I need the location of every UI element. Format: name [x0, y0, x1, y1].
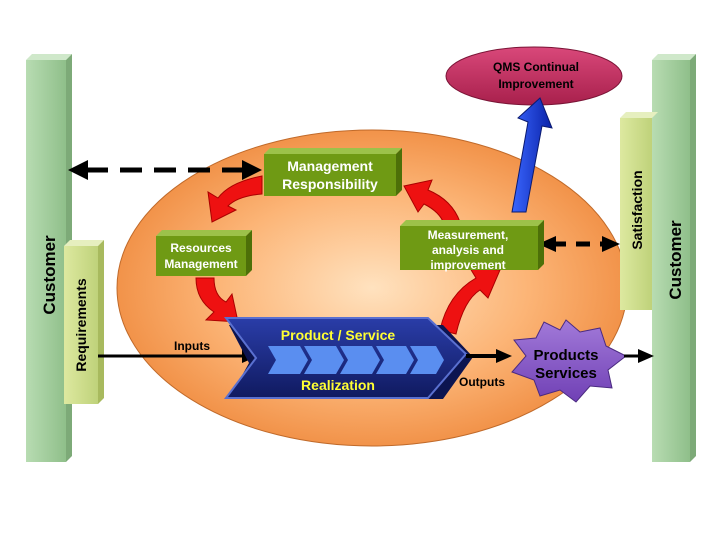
blue-improvement-arrow — [511, 97, 553, 213]
realization-bottom-label: Realization — [301, 377, 375, 393]
outputs-arrow — [466, 349, 512, 363]
requirements-box: Requirements — [64, 240, 104, 404]
red-arrow-management-to-resources — [207, 175, 263, 223]
qms-improvement-node: QMS Continual Improvement — [445, 46, 623, 106]
red-arrow-resources-to-realization — [195, 277, 239, 323]
measurement-line3: improvement — [430, 258, 505, 272]
resources-line1: Resources — [170, 241, 232, 255]
measurement-analysis-box: Measurement, analysis and improvement — [400, 220, 544, 272]
realization-chevron-5 — [410, 346, 444, 374]
resources-line2: Management — [164, 257, 237, 271]
measurement-line2: analysis and — [432, 243, 504, 257]
satisfaction-label: Satisfaction — [629, 170, 645, 249]
dashed-arrow-management-customer — [68, 160, 262, 180]
products-services-burst: Products Services — [511, 319, 627, 403]
qms-line1: QMS Continual — [493, 60, 579, 74]
management-line2: Responsibility — [282, 176, 378, 192]
right-customer-bar: Customer — [652, 54, 696, 462]
measurement-line1: Measurement, — [428, 228, 509, 242]
realization-chevron-2 — [304, 346, 344, 374]
requirements-label: Requirements — [73, 278, 89, 372]
inputs-label: Inputs — [174, 339, 210, 353]
realization-chevron-3 — [340, 346, 380, 374]
realization-chevron-4 — [376, 346, 414, 374]
dashed-arrow-measurement-satisfaction — [538, 236, 620, 252]
satisfaction-box: Satisfaction — [620, 112, 658, 310]
right-customer-label: Customer — [666, 220, 685, 300]
products-line1: Products — [533, 347, 598, 364]
realization-top-label: Product / Service — [281, 327, 396, 343]
realization-chevron-1 — [268, 346, 308, 374]
outputs-label: Outputs — [459, 375, 505, 389]
resources-management-box: Resources Management — [156, 230, 252, 276]
management-responsibility-box: Management Responsibility — [264, 148, 402, 196]
realization-box: Product / Service Realization — [224, 317, 473, 399]
red-arrow-measurement-to-management — [403, 179, 461, 225]
management-line1: Management — [287, 158, 373, 174]
arrow-products-to-customer — [624, 349, 654, 363]
products-line2: Services — [535, 365, 597, 382]
left-customer-label: Customer — [40, 235, 59, 315]
qms-line2: Improvement — [498, 77, 573, 91]
